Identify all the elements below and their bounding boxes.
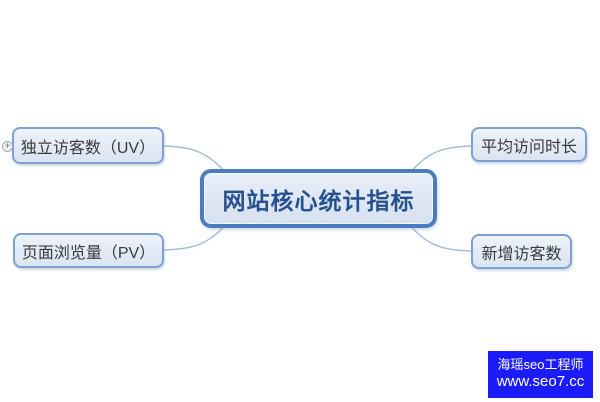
branch-node-avg-visit-duration[interactable]: 平均访问时长 bbox=[471, 127, 587, 162]
watermark-brand-text: 海瑶seo工程师 bbox=[497, 357, 584, 372]
branch-node-uv[interactable]: 独立访客数（UV） bbox=[12, 127, 164, 164]
central-topic-node[interactable]: 网站核心统计指标 bbox=[200, 169, 437, 228]
watermark: 海瑶seo工程师 www.seo7.cc bbox=[488, 351, 593, 398]
branch-node-pv[interactable]: 页面浏览量（PV） bbox=[13, 233, 164, 268]
watermark-url-text: www.seo7.cc bbox=[496, 373, 585, 391]
branch-node-new-visitors[interactable]: 新增访客数 bbox=[471, 234, 572, 269]
expand-collapse-icon[interactable]: + bbox=[2, 141, 13, 152]
